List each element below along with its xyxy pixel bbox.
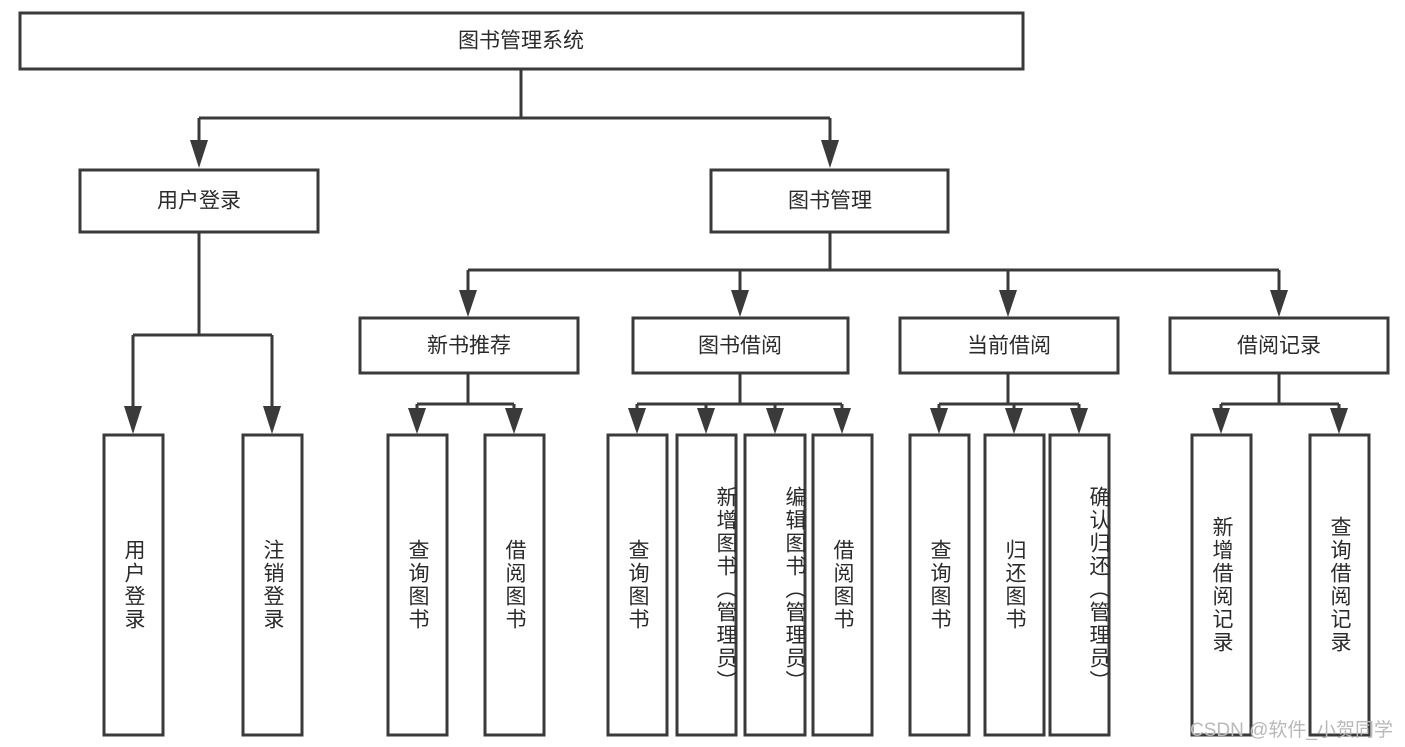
connector-group-new-book-rec <box>408 373 523 434</box>
node-book-borrow-label: 图书借阅 <box>698 335 782 358</box>
arrow-head-leaf-query-record <box>1330 408 1348 434</box>
leaf-box-add-record[interactable] <box>1190 433 1253 737</box>
leaf-box-add-book[interactable] <box>675 433 738 737</box>
arrow-head-leaf-add-record <box>1212 408 1230 434</box>
arrow-head-leaf-user-login <box>124 406 142 434</box>
arrow-head-leaf-add-book <box>697 408 715 434</box>
leaf-box-confirm-return[interactable] <box>1048 433 1111 737</box>
node-user-login-box[interactable] <box>78 168 320 234</box>
leaf-box-return-book[interactable] <box>983 433 1046 737</box>
arrow-head-leaf-query-book-1 <box>408 408 426 434</box>
arrow-head-leaf-edit-book <box>766 408 784 434</box>
arrow-head-user-login <box>190 140 208 168</box>
connector-group-user-login <box>124 232 281 434</box>
node-current-borrow-label: 当前借阅 <box>967 335 1051 358</box>
connector-group-borrow-record <box>1212 373 1348 434</box>
node-book-admin-box[interactable] <box>709 168 950 234</box>
node-user-login-label: 用户登录 <box>157 190 241 213</box>
node-new-book-rec-label: 新书推荐 <box>427 335 511 358</box>
node-new-book-rec[interactable]: 新书推荐 <box>358 316 580 375</box>
node-book-admin[interactable]: 图书管理 <box>709 168 950 234</box>
node-root-label: 图书管理系统 <box>458 30 584 53</box>
node-book-admin-label: 图书管理 <box>788 190 872 213</box>
leaf-box-user-login[interactable] <box>102 433 165 737</box>
arrow-head-leaf-confirm-return <box>1070 408 1088 434</box>
node-book-borrow[interactable]: 图书借阅 <box>631 316 850 375</box>
node-borrow-record-label: 借阅记录 <box>1237 335 1321 358</box>
leaf-box-edit-book[interactable] <box>743 433 807 737</box>
connector-group-current-borrow <box>930 373 1088 434</box>
leaf-box-borrow-book-1[interactable] <box>483 433 546 737</box>
arrow-head-leaf-query-book-3 <box>930 408 948 434</box>
csdn-watermark: CSDN @软件_小贺同学 <box>1190 720 1393 741</box>
arrow-head-leaf-logout-login <box>263 406 281 434</box>
connector-group-book-admin <box>459 232 1288 317</box>
node-current-borrow-box[interactable] <box>898 316 1120 375</box>
arrow-head-book-borrow <box>731 290 749 317</box>
arrow-head-leaf-query-book-2 <box>628 408 646 434</box>
arrow-head-book-admin <box>821 140 839 168</box>
leaf-box-query-book-1[interactable] <box>386 433 449 737</box>
leaf-box-query-book-2[interactable] <box>606 433 669 737</box>
node-root-box[interactable] <box>18 11 1025 71</box>
node-root[interactable]: 图书管理系统 <box>18 11 1025 71</box>
node-borrow-record[interactable]: 借阅记录 <box>1168 316 1390 375</box>
arrow-head-current-borrow <box>999 290 1017 317</box>
node-user-login[interactable]: 用户登录 <box>78 168 320 234</box>
arrow-head-leaf-borrow-book-2 <box>833 408 851 434</box>
leaf-box-query-book-3[interactable] <box>908 433 971 737</box>
node-borrow-record-box[interactable] <box>1168 316 1390 375</box>
node-current-borrow[interactable]: 当前借阅 <box>898 316 1120 375</box>
arrow-head-new-book-rec <box>459 290 477 317</box>
node-new-book-rec-box[interactable] <box>358 316 580 375</box>
leaf-box-borrow-book-2[interactable] <box>811 433 874 737</box>
node-book-borrow-box[interactable] <box>631 316 850 375</box>
arrow-head-leaf-return-book <box>1005 408 1023 434</box>
connector-group-book-borrow <box>628 373 851 434</box>
leaf-boxes <box>102 433 1371 737</box>
leaf-box-query-record[interactable] <box>1308 433 1371 737</box>
leaf-box-logout-login[interactable] <box>241 433 304 737</box>
arrow-head-borrow-record <box>1270 290 1288 317</box>
connector-group-root <box>190 69 839 168</box>
arrow-head-leaf-borrow-book-1 <box>505 408 523 434</box>
